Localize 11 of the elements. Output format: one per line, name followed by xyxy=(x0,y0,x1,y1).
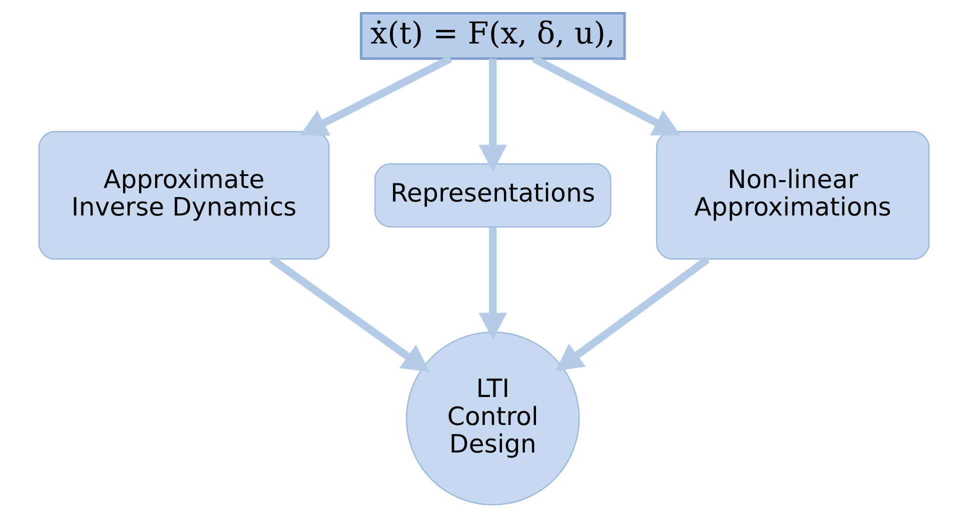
arrow xyxy=(532,55,680,136)
arrow xyxy=(478,58,507,172)
node-box: ẋ(t) = F(x, δ, u), xyxy=(359,12,626,60)
arrow xyxy=(554,256,710,372)
arrow xyxy=(299,55,452,136)
node-box: Approximate Inverse Dynamics xyxy=(38,131,330,260)
arrow xyxy=(268,256,430,372)
node-box: Representations xyxy=(374,163,611,228)
node-box: Non-linear Approximations xyxy=(656,131,930,260)
arrow xyxy=(478,227,507,340)
node-circle: LTI Control Design xyxy=(405,331,580,506)
